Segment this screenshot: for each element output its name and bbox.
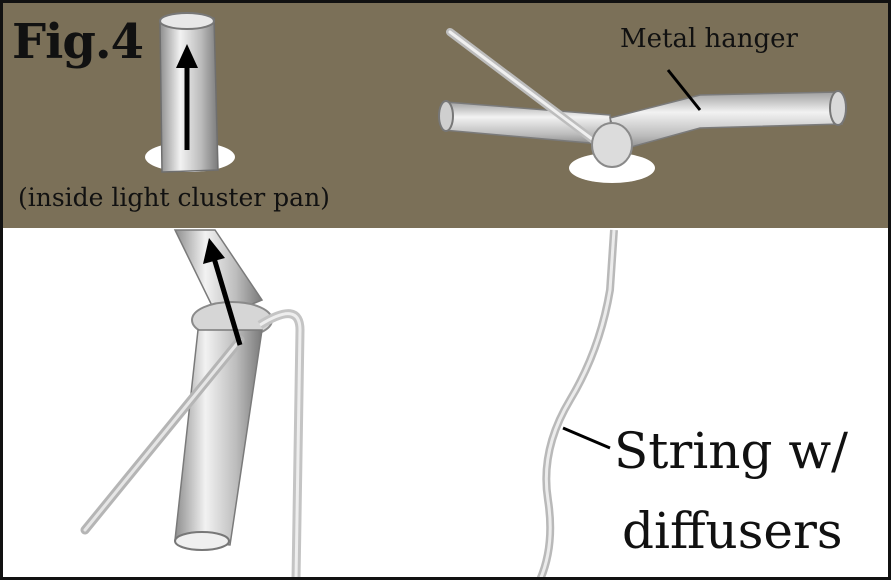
figure-panel: Fig.4 (inside light cluster pan) Metal h… <box>0 0 891 580</box>
figure-border <box>0 0 891 580</box>
